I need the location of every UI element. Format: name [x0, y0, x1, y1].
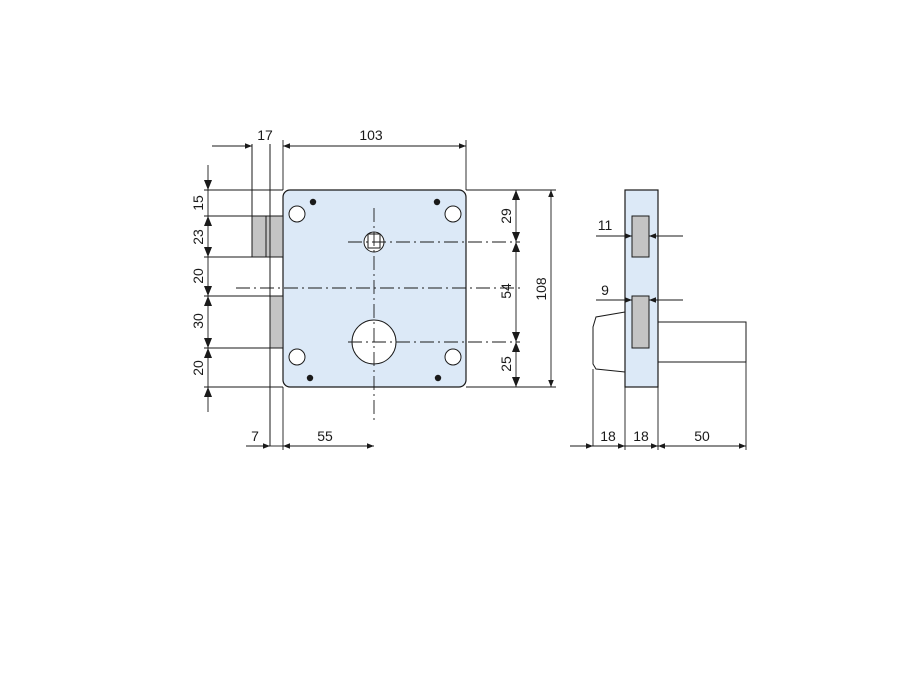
mounting-hole-top-right: [444, 205, 462, 223]
dim-right-29: 29: [498, 208, 514, 224]
dim-left-20-lower: 20: [190, 360, 206, 376]
dim-left-23: 23: [190, 229, 206, 245]
dim-bolt-11: 11: [598, 217, 613, 233]
lower-bolt: [269, 295, 284, 349]
mounting-hole-top-left: [288, 205, 306, 223]
mounting-hole-bottom-left: [288, 348, 306, 366]
mounting-hole-bottom-right: [444, 348, 462, 366]
dim-side-18-a: 18: [600, 428, 616, 444]
lock-body: [282, 189, 467, 388]
dim-left-20-upper: 20: [190, 268, 206, 284]
upper-bolt-face: [265, 215, 284, 258]
dim-bottom-55: 55: [317, 428, 333, 444]
dim-103-label: 103: [359, 127, 383, 143]
dim-bolt-9: 9: [601, 282, 609, 298]
dim-left-15: 15: [190, 195, 206, 211]
dim-bottom-7: 7: [251, 428, 259, 444]
side-bolt-upper: [631, 215, 650, 258]
rivet-dot: [306, 374, 314, 382]
rivet-dot: [433, 198, 441, 206]
dim-right-54: 54: [498, 283, 514, 299]
dim-right-25: 25: [498, 356, 514, 372]
dim-17-label: 17: [257, 127, 273, 143]
dim-left-30: 30: [190, 313, 206, 329]
side-bolt-lower: [631, 295, 650, 349]
dim-side-50: 50: [694, 428, 710, 444]
dim-height-108: 108: [533, 277, 549, 301]
rivet-dot: [309, 198, 317, 206]
side-view: 11 9 18 18 50: [570, 189, 747, 450]
rivet-dot: [434, 374, 442, 382]
side-knob: [592, 311, 626, 373]
dim-side-18-b: 18: [633, 428, 649, 444]
front-view: 17 103 15 23 20 30 20 29 54 25 108: [190, 127, 556, 450]
side-cylinder: [657, 321, 747, 363]
